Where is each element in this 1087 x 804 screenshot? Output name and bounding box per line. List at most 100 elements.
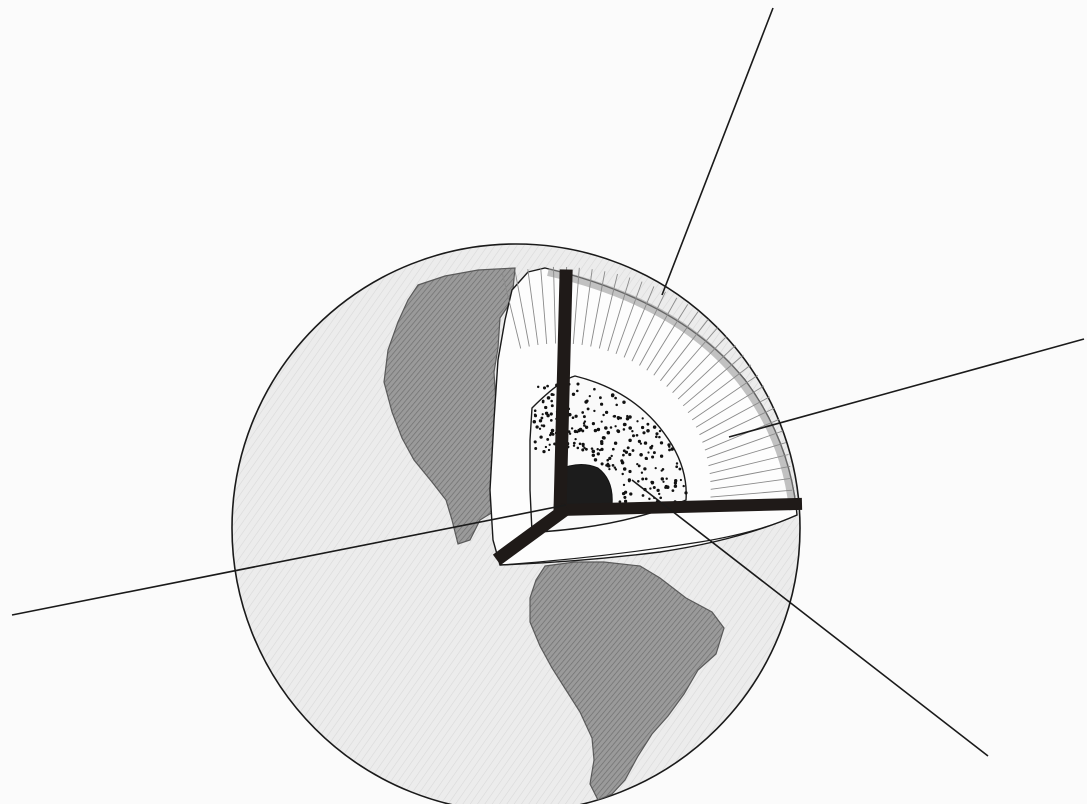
outer-core-dot bbox=[581, 448, 584, 451]
outer-core-dot bbox=[576, 390, 579, 393]
outer-core-dot bbox=[622, 492, 625, 495]
outer-core-dot bbox=[683, 485, 685, 487]
outer-core-dot bbox=[653, 451, 656, 454]
outer-core-dot bbox=[661, 477, 664, 480]
outer-core-dot bbox=[668, 445, 670, 447]
outer-core-dot bbox=[550, 419, 553, 422]
outer-core-dot bbox=[594, 429, 597, 432]
outer-core-dot bbox=[584, 420, 586, 422]
outer-core-dot bbox=[539, 428, 541, 430]
outer-core-dot bbox=[573, 444, 575, 446]
outer-core-dot bbox=[658, 436, 661, 439]
outer-core-dot bbox=[602, 414, 604, 416]
outer-core-dot bbox=[569, 433, 571, 435]
outer-core-dot bbox=[621, 473, 623, 475]
outer-core-dot bbox=[623, 484, 625, 486]
outer-core-dot bbox=[621, 461, 624, 464]
outer-core-dot bbox=[539, 435, 542, 438]
outer-core-dot bbox=[577, 429, 580, 432]
outer-core-dot bbox=[587, 407, 590, 410]
outer-core-dot bbox=[641, 472, 643, 474]
outer-core-dot bbox=[572, 393, 575, 396]
outer-core-dot bbox=[675, 465, 678, 468]
outer-core-dot bbox=[662, 481, 664, 483]
outer-core-dot bbox=[615, 404, 618, 407]
outer-core-dot bbox=[612, 448, 615, 451]
outer-core-dot bbox=[626, 415, 628, 417]
outer-core-dot bbox=[576, 382, 579, 385]
outer-core-dot bbox=[547, 396, 551, 400]
outer-core-dot bbox=[599, 449, 601, 451]
outer-core-dot bbox=[535, 425, 538, 428]
outer-core-dot bbox=[660, 455, 663, 458]
outer-core-dot bbox=[534, 409, 537, 412]
outer-core-dot bbox=[632, 434, 635, 437]
outer-core-dot bbox=[647, 451, 649, 453]
outer-core-dot bbox=[572, 416, 575, 419]
outer-core-dot bbox=[658, 493, 660, 495]
pointer-line-top bbox=[662, 8, 773, 295]
outer-core-dot bbox=[534, 440, 537, 443]
outer-core-dot bbox=[600, 442, 603, 445]
outer-core-dot bbox=[662, 468, 665, 471]
outer-core-dot bbox=[615, 468, 617, 470]
outer-core-dot bbox=[617, 416, 620, 419]
outer-core-dot bbox=[642, 494, 645, 497]
outer-core-dot bbox=[534, 447, 537, 450]
outer-core-dot bbox=[628, 470, 631, 473]
outer-core-dot bbox=[656, 489, 659, 492]
outer-core-dot bbox=[542, 401, 545, 404]
outer-core-dot bbox=[608, 457, 611, 460]
outer-core-dot bbox=[644, 441, 647, 444]
outer-core-dot bbox=[537, 386, 539, 388]
outer-core-dot bbox=[637, 480, 640, 483]
outer-core-dot bbox=[641, 426, 644, 429]
outer-core-dot bbox=[676, 462, 678, 464]
outer-core-dot bbox=[655, 467, 657, 469]
outer-core-dot bbox=[649, 487, 651, 489]
outer-core-dot bbox=[666, 478, 668, 480]
outer-core-dot bbox=[645, 478, 648, 481]
outer-core-dot bbox=[639, 453, 643, 457]
outer-core-dot bbox=[636, 463, 638, 465]
outer-core-dot bbox=[602, 436, 606, 440]
outer-core-dot bbox=[653, 486, 656, 489]
outer-core-dot bbox=[605, 411, 608, 414]
outer-core-dot bbox=[611, 394, 614, 397]
outer-core-dot bbox=[549, 434, 552, 437]
outer-core-dot bbox=[614, 425, 616, 427]
outer-core-dot bbox=[659, 430, 661, 432]
outer-core-dot bbox=[539, 419, 542, 422]
outer-core-dot bbox=[628, 480, 631, 483]
outer-core-dot bbox=[684, 491, 687, 494]
outer-core-dot bbox=[542, 413, 544, 415]
outer-core-dot bbox=[607, 431, 611, 435]
outer-core-dot bbox=[646, 423, 649, 426]
pointer-line-right bbox=[729, 339, 1084, 437]
outer-core-dot bbox=[613, 415, 616, 418]
outer-core-dot bbox=[597, 428, 600, 431]
outer-core-dot bbox=[585, 448, 588, 451]
outer-core-dot bbox=[642, 431, 645, 434]
outer-core-dot bbox=[548, 449, 550, 451]
outer-core-dot bbox=[599, 396, 602, 399]
outer-core-dot bbox=[636, 434, 639, 437]
outer-core-dot bbox=[574, 438, 576, 440]
outer-core-dot bbox=[628, 415, 632, 419]
outer-core-dot bbox=[614, 397, 617, 400]
outer-core-dot bbox=[651, 481, 654, 484]
outer-core-dot bbox=[571, 427, 573, 429]
outer-core-dot bbox=[625, 451, 628, 454]
outer-core-dot bbox=[549, 444, 551, 446]
outer-core-dot bbox=[583, 415, 586, 418]
outer-core-dot bbox=[592, 422, 595, 425]
outer-core-dot bbox=[627, 446, 630, 449]
outer-core-dot bbox=[649, 446, 652, 449]
outer-core-dot bbox=[623, 467, 627, 471]
outer-core-dot bbox=[655, 432, 658, 435]
outer-core-dot bbox=[589, 395, 591, 397]
outer-core-dot bbox=[628, 453, 631, 456]
outer-core-dot bbox=[593, 410, 595, 412]
outer-core-dot bbox=[596, 448, 598, 450]
